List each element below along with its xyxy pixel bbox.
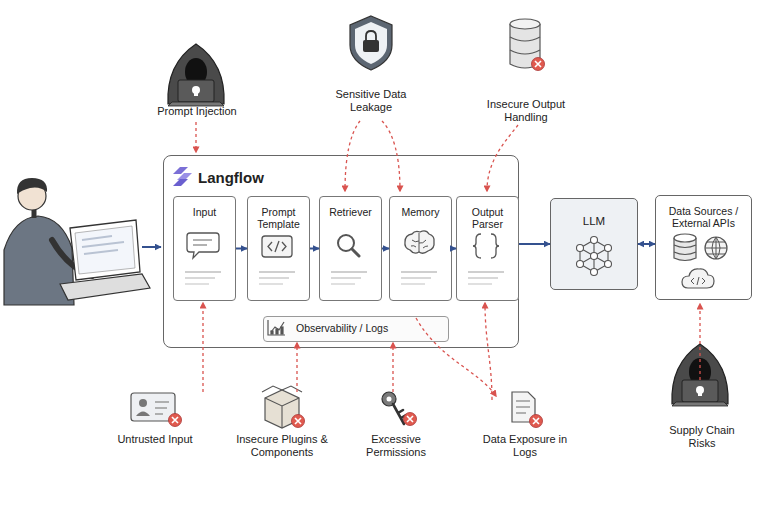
node-text: Input [174, 197, 235, 218]
flow-frame: LangflowInput Prompt Template Retriever Mem… [163, 155, 519, 348]
node-text: Langflow [164, 156, 518, 186]
flow-arrow [638, 243, 655, 245]
threat-label: Prompt Injection [142, 105, 252, 118]
component-box: Retriever [319, 196, 382, 301]
hacker-figure [672, 344, 728, 406]
threat-label: Untrusted Input [100, 433, 210, 446]
component-box: Memory [389, 196, 452, 301]
document-icon [512, 392, 543, 428]
model-box: LLM [550, 198, 638, 290]
shield-icon [350, 16, 392, 70]
threat-label: Insecure Output Handling [481, 98, 571, 124]
user-illustration [4, 178, 161, 305]
hacker-figure [168, 44, 224, 106]
threat-label: Excessive Permissions [356, 433, 436, 459]
key-icon [382, 392, 417, 426]
node-text: Output Parser [457, 197, 518, 230]
threat-label: Insecure Plugins & Components [232, 433, 332, 459]
package-icon [262, 386, 305, 428]
node-text: Observability / Logs [264, 317, 448, 340]
database-icon [510, 19, 545, 71]
node-text: LLM [551, 199, 637, 227]
threat-label: Sensitive Data Leakage [327, 88, 415, 114]
node-text: Memory [390, 197, 451, 218]
log-bar: Observability / Logs [263, 316, 449, 342]
flow-arrow [519, 243, 550, 245]
component-box: Prompt Template [247, 196, 310, 301]
threat-label: Data Exposure in Logs [483, 433, 568, 459]
node-text: Retriever [320, 197, 381, 218]
data-source-box: Data Sources / External APIs [655, 195, 752, 300]
node-text: Prompt Template [248, 197, 309, 230]
component-box: Output Parser [456, 196, 519, 301]
threat-label: Supply Chain Risks [666, 424, 738, 450]
id-card-icon [131, 393, 182, 427]
component-box: Input [173, 196, 236, 301]
node-text: Data Sources / External APIs [656, 196, 751, 229]
